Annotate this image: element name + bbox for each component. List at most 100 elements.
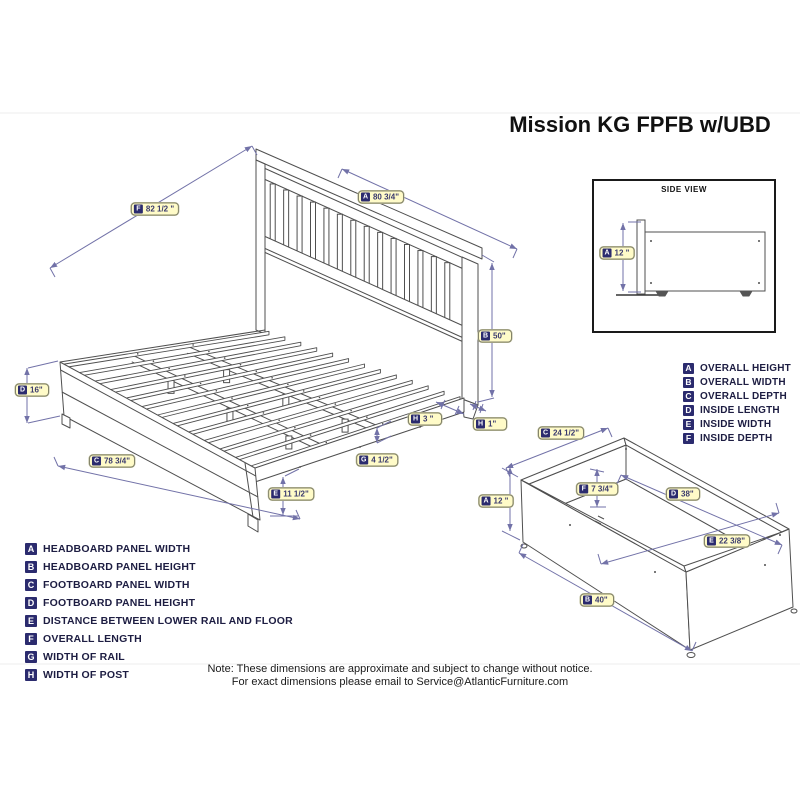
legend-letter-badge: A [25, 543, 37, 555]
dim-value: 50" [493, 331, 506, 341]
dim-letter-badge: F [579, 484, 589, 494]
page-title: Mission KG FPFB w/UBD [509, 112, 771, 137]
legend-right-item-b: B OVERALL WIDTH [683, 377, 786, 388]
legend-label: WIDTH OF POST [43, 669, 130, 681]
dim-letter-badge: D [669, 489, 678, 499]
dim-value: 78 3/4" [103, 456, 131, 466]
legend-label: OVERALL WIDTH [700, 377, 786, 388]
dim-value: 40" [595, 595, 608, 605]
legend-letter-badge: B [683, 377, 694, 388]
dim-letter-badge: F [133, 204, 143, 214]
legend-letter-badge: E [683, 419, 694, 430]
legend-label: OVERALL HEIGHT [700, 363, 791, 374]
dim-letter-badge: E [271, 489, 281, 499]
dim-value: 16" [30, 385, 43, 395]
legend-label: FOOTBOARD PANEL WIDTH [43, 579, 190, 591]
dim-value: 3 " [423, 414, 434, 424]
legend-label: INSIDE DEPTH [700, 433, 773, 444]
legend-left-item-a: A HEADBOARD PANEL WIDTH [25, 543, 190, 555]
bed-headboard [255, 148, 483, 420]
dim-value: 82 1/2 " [145, 204, 175, 214]
legend-label: HEADBOARD PANEL WIDTH [43, 543, 191, 555]
dim-letter-badge: H [476, 419, 485, 429]
dim-value: 80 3/4" [372, 192, 400, 202]
legend-left-item-b: B HEADBOARD PANEL HEIGHT [25, 561, 196, 573]
dim-letter-badge: A [481, 496, 491, 506]
dim-letter-badge: B [583, 595, 592, 605]
legend-left-item-d: D FOOTBOARD PANEL HEIGHT [25, 597, 195, 609]
side-view-drawing [592, 179, 776, 333]
legend-letter-badge: G [25, 651, 37, 663]
dim-value: 4 1/2" [371, 455, 393, 465]
dim-value: 12 " [614, 248, 630, 258]
legend-letter-badge: H [25, 669, 37, 681]
dim-value: 38" [681, 489, 694, 499]
legend-right-item-f: F INSIDE DEPTH [683, 433, 772, 444]
footnote-line-2: For exact dimensions please email to Ser… [231, 676, 569, 688]
dim-letter-badge: D [18, 385, 27, 395]
legend-letter-badge: C [683, 391, 694, 402]
dim-value: 7 3/4" [591, 484, 613, 494]
side-view-title: SIDE VIEW [661, 185, 707, 194]
footnote: Note: These dimensions are approximate a… [150, 663, 650, 689]
legend-letter-badge: B [25, 561, 37, 573]
dim-value: 12 " [493, 496, 509, 506]
dim-value: 11 1/2" [283, 489, 309, 499]
dim-letter-badge: B [481, 331, 490, 341]
legend-label: FOOTBOARD PANEL HEIGHT [43, 597, 196, 609]
legend-letter-badge: D [683, 405, 694, 416]
legend-label: HEADBOARD PANEL HEIGHT [43, 561, 196, 573]
legend-right-item-d: D INSIDE LENGTH [683, 405, 780, 416]
legend-letter-badge: A [683, 363, 694, 374]
legend-right-item-c: C OVERALL DEPTH [683, 391, 787, 402]
legend-label: INSIDE LENGTH [700, 405, 780, 416]
dim-value: 24 1/2" [552, 428, 580, 438]
legend-label: DISTANCE BETWEEN LOWER RAIL AND FLOOR [43, 615, 293, 627]
dim-letter-badge: C [540, 428, 550, 438]
dim-value: 22 3/8" [718, 536, 746, 546]
legend-left-item-g: G WIDTH OF RAIL [25, 651, 125, 663]
dim-letter-badge: E [706, 536, 716, 546]
legend-label: WIDTH OF RAIL [43, 651, 125, 663]
dim-value: 1" [488, 419, 497, 429]
legend-letter-badge: D [25, 597, 37, 609]
footnote-line-1: Note: These dimensions are approximate a… [207, 663, 593, 675]
legend-label: INSIDE WIDTH [700, 419, 772, 430]
legend-letter-badge: F [25, 633, 37, 645]
legend-letter-badge: C [25, 579, 37, 591]
dim-letter-badge: A [602, 248, 612, 258]
legend-right-item-e: E INSIDE WIDTH [683, 419, 771, 430]
dim-letter-badge: C [91, 456, 101, 466]
legend-left-item-h: H WIDTH OF POST [25, 669, 129, 681]
legend-right-item-a: A OVERALL HEIGHT [683, 363, 791, 374]
bed-drawing [59, 148, 483, 533]
dim-letter-badge: A [360, 192, 370, 202]
legend-letter-badge: E [25, 615, 37, 627]
dim-letter-badge: G [359, 455, 369, 465]
legend-label: OVERALL DEPTH [700, 391, 787, 402]
dim-letter-badge: H [411, 414, 420, 424]
legend-left-item-c: C FOOTBOARD PANEL WIDTH [25, 579, 190, 591]
legend-left-item-e: E DISTANCE BETWEEN LOWER RAIL AND FLOOR [25, 615, 293, 627]
legend-letter-badge: F [683, 433, 694, 444]
bed-slat-deck [59, 329, 465, 483]
